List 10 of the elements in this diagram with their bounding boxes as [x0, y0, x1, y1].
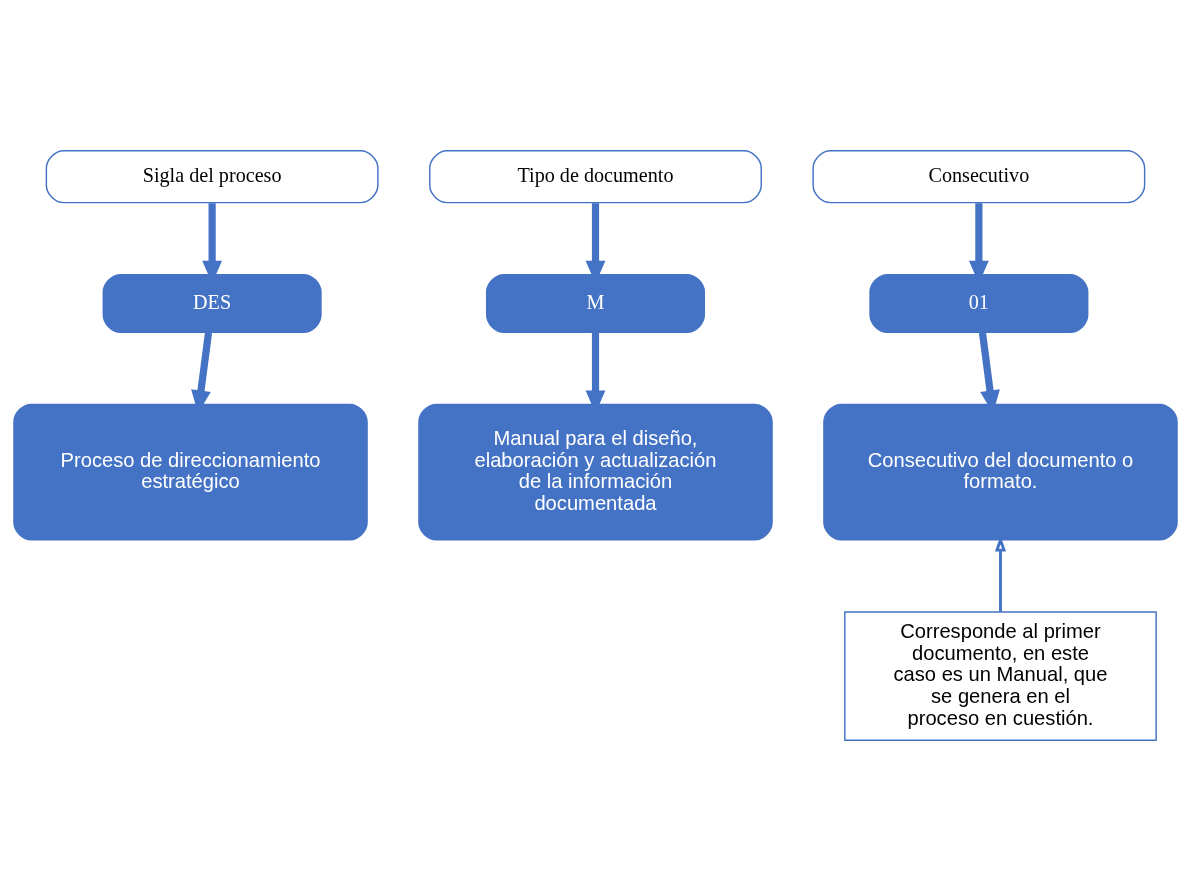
- node-box: Corresponde al primer documento, en este caso es un Manual, que se genera en el proceso en cuestión.: [844, 610, 1157, 741]
- node-box: Sigla del proceso: [45, 149, 379, 203]
- node-box: DES: [102, 273, 322, 333]
- node-box: M: [485, 273, 706, 333]
- node-box: Tipo de documento: [429, 149, 762, 203]
- node-box: Consecutivo: [812, 149, 1146, 203]
- node-box: 01: [869, 273, 1089, 333]
- node-box: Proceso de direccionamiento estratégico: [13, 403, 368, 541]
- node-box: Consecutivo del documento o formato.: [823, 403, 1178, 541]
- node-box: Manual para el diseño, elaboración y actualización de la información documentada: [418, 403, 773, 541]
